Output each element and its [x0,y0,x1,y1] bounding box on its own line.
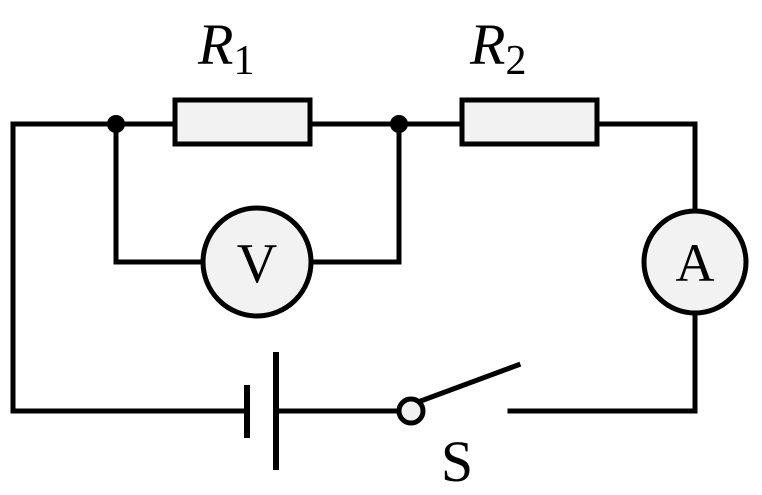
switch-lever [414,361,522,406]
wires [10,121,698,414]
battery [244,352,279,470]
voltmeter-body [200,205,314,319]
voltmeter: V [200,205,314,319]
switch-label: S [441,429,473,494]
junction-node-right [390,115,408,133]
resistor-r1-subscript: 1 [233,38,254,84]
resistor-r2: R2 [459,12,600,147]
wire-voltmeter-right [309,121,402,265]
wire-voltmeter-left [113,121,206,265]
wire-left-side [10,121,249,414]
resistor-r2-body [459,97,600,147]
ammeter-label: A [676,233,715,293]
resistor-r2-letter: R [469,12,505,77]
ammeter-body [641,208,749,316]
resistor-r1: R1 [172,12,313,147]
wire-right-bottom [507,309,698,414]
switch-pivot [396,396,426,426]
junction-node-left [107,115,125,133]
resistor-r1-body [172,97,313,147]
resistor-r1-letter: R [197,12,233,77]
resistor-r1-label: R1 [197,12,254,84]
resistor-r2-label: R2 [469,12,526,84]
ammeter: A [641,208,749,316]
switch: S [396,361,522,494]
wire-top-right [594,121,698,215]
voltmeter-label: V [237,233,277,295]
resistor-r2-subscript: 2 [505,38,526,84]
